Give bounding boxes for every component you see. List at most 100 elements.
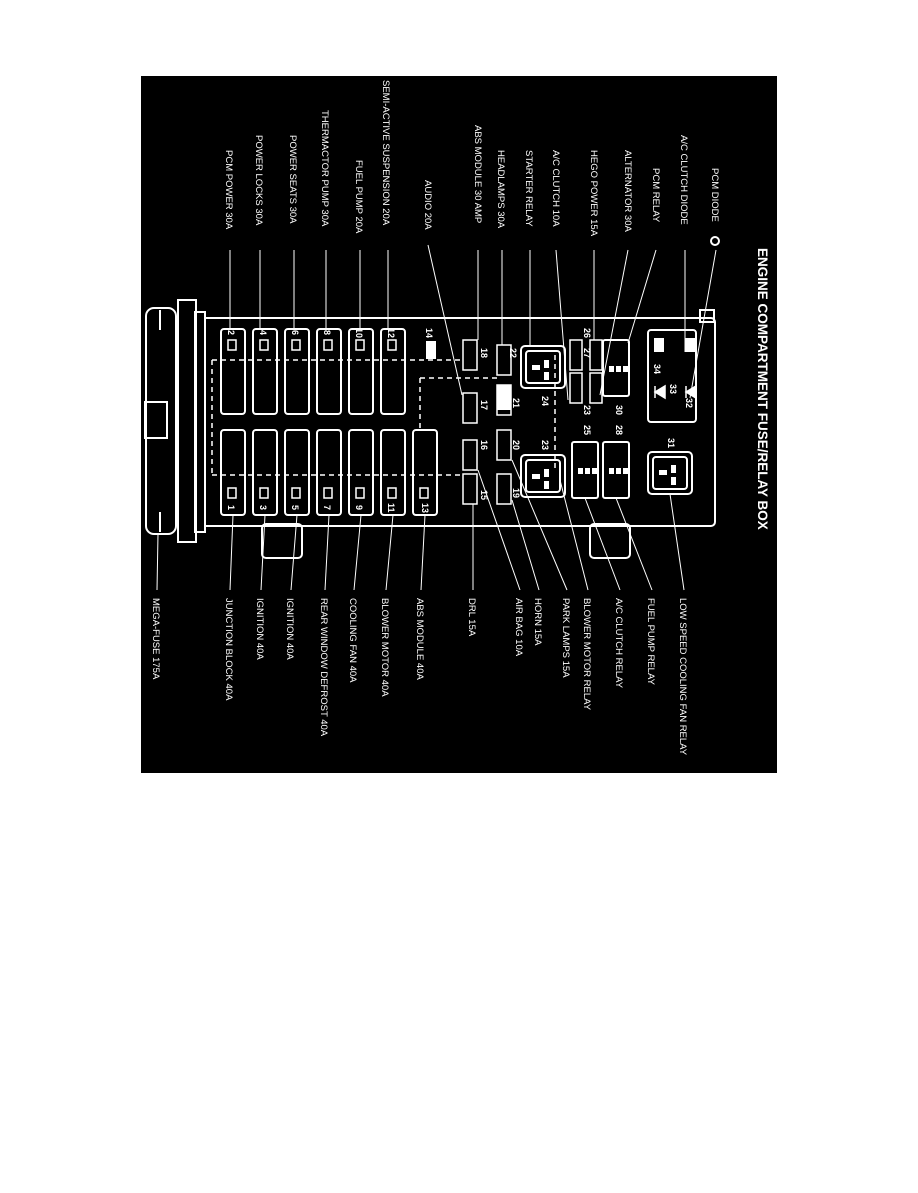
leader-lines-bottom: [156, 459, 685, 591]
label-audio: AUDIO 20A: [422, 180, 433, 230]
mini-fuse-19: [496, 473, 512, 505]
num-3: 3: [258, 505, 268, 510]
label-abs-module-40: ABS MODULE 40A: [414, 598, 425, 680]
label-ac-clutch-diode: A/C CLUTCH DIODE: [678, 135, 689, 225]
fuse-slot-12: [380, 328, 406, 415]
label-drl: DRL 15A: [466, 598, 477, 637]
label-thermactor-pump: THERMACTOR PUMP 30A: [319, 110, 330, 227]
blade-8: [323, 339, 333, 351]
label-ignition-1: IGNITION 40A: [284, 598, 295, 660]
blade-6: [291, 339, 301, 351]
leader-lines-top: [229, 244, 717, 401]
num-30: 30: [614, 405, 624, 415]
label-abs-module-30: ABS MODULE 30 AMP: [472, 125, 483, 223]
num-18: 18: [479, 348, 489, 358]
fuse-slot-2: [220, 328, 246, 415]
indicator-34: [654, 338, 664, 352]
label-low-speed-cooling-fan-relay: LOW SPEED COOLING FAN RELAY: [677, 598, 688, 756]
indicator-32: [685, 338, 695, 352]
blade-4: [259, 339, 269, 351]
fuse-slot-10: [348, 328, 374, 415]
label-power-locks: POWER LOCKS 30A: [253, 135, 264, 226]
diagram-panel: [141, 76, 777, 773]
label-mega-fuse: MEGA-FUSE 175A: [150, 598, 161, 680]
label-blower-motor-40: BLOWER MOTOR 40A: [379, 598, 390, 697]
num-25: 25: [582, 425, 592, 435]
num-23b: 23: [582, 405, 592, 415]
label-ac-clutch-10a: A/C CLUTCH 10A: [550, 150, 561, 227]
blade-12: [387, 339, 397, 351]
num-2: 2: [226, 330, 236, 335]
num-33: 33: [668, 384, 678, 394]
mini-fuse-20: [496, 429, 512, 461]
num-6: 6: [290, 330, 300, 335]
num-13: 13: [420, 503, 430, 513]
num-14: 14: [424, 328, 434, 338]
blade-13: [419, 487, 429, 499]
diagram-title: ENGINE COMPARTMENT FUSE/RELAY BOX: [755, 248, 770, 530]
blade-5: [291, 487, 301, 499]
num-34: 34: [652, 364, 662, 374]
mini-fuse-15: [462, 473, 478, 505]
label-fuel-pump-relay: FUEL PUMP RELAY: [645, 598, 656, 686]
mini-fuse-16: [462, 439, 478, 471]
blade-3: [259, 487, 269, 499]
num-4: 4: [258, 330, 268, 335]
num-24: 24: [540, 396, 550, 406]
fuse-numbers: 2 1 4 3 6 5 8 7 10 9 12 11 14 13 18 17 1…: [226, 328, 694, 513]
indicator-21: [497, 385, 511, 410]
blade-11: [387, 487, 397, 499]
blade-7: [323, 487, 333, 499]
label-rear-window-defrost: REAR WINDOW DEFROST 40A: [318, 598, 329, 737]
label-pcm-relay: PCM RELAY: [650, 168, 661, 223]
label-fuel-pump: FUEL PUMP 20A: [353, 160, 364, 234]
diode-block: [647, 329, 697, 423]
label-starter-relay: STARTER RELAY: [523, 150, 534, 227]
relay-30: [602, 339, 630, 397]
label-air-bag: AIR BAG 10A: [513, 598, 524, 657]
top-labels: PCM DIODE A/C CLUTCH DIODE PCM RELAY ALT…: [223, 80, 720, 237]
num-11: 11: [386, 503, 396, 513]
blade-9: [355, 487, 365, 499]
label-blower-motor-relay: BLOWER MOTOR RELAY: [581, 598, 592, 711]
num-10: 10: [354, 328, 364, 338]
mini-fuse-27b: [569, 372, 583, 404]
label-power-seats: POWER SEATS 30A: [287, 135, 298, 224]
num-16: 16: [479, 440, 489, 450]
num-22: 22: [508, 348, 518, 358]
num-31: 31: [666, 438, 676, 448]
label-horn: HORN 15A: [532, 598, 543, 646]
num-32: 32: [684, 398, 694, 408]
mini-fuse-17: [462, 392, 478, 424]
num-27: 27: [582, 348, 592, 358]
num-15: 15: [479, 490, 489, 500]
num-28: 28: [614, 425, 624, 435]
num-21: 21: [511, 398, 521, 408]
num-12: 12: [386, 328, 396, 338]
num-19: 19: [511, 488, 521, 498]
fuse-box-outline: [144, 236, 720, 559]
bottom-labels: LOW SPEED COOLING FAN RELAY FUEL PUMP RE…: [150, 598, 688, 756]
label-semi-active-suspension: SEMI-ACTIVE SUSPENSION 20A: [380, 80, 391, 226]
label-ignition-2: IGNITION 40A: [254, 598, 265, 660]
label-cooling-fan: COOLING FAN 40A: [347, 598, 358, 683]
bus-lines: [211, 355, 556, 476]
relay-pins: [532, 360, 676, 489]
label-alternator: ALTERNATOR 30A: [622, 150, 633, 232]
label-hego-power: HEGO POWER 15A: [588, 150, 599, 237]
fuse-slot-8: [316, 328, 342, 415]
blade-1: [227, 487, 237, 499]
blade-10: [355, 339, 365, 351]
indicators: [426, 338, 695, 410]
blade-2: [227, 339, 237, 351]
num-1: 1: [226, 505, 236, 510]
label-headlamps: HEADLAMPS 30A: [495, 150, 506, 229]
mini-fuse-22: [496, 344, 512, 376]
num-5: 5: [290, 505, 300, 510]
relay-23: [520, 454, 566, 498]
label-pcm-diode: PCM DIODE: [709, 168, 720, 222]
fuse-slot-4: [252, 328, 278, 415]
fuse-slot-6: [284, 328, 310, 415]
num-8: 8: [322, 330, 332, 335]
